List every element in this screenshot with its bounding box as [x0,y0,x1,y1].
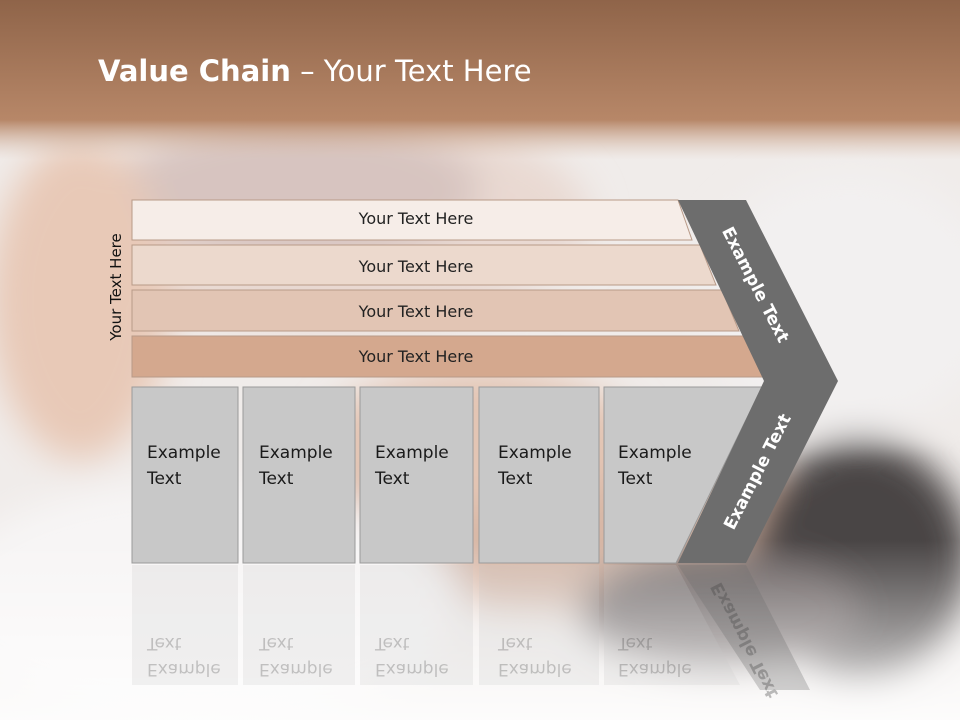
box-label-1: Example Text [147,443,221,489]
box-2 [242,386,356,564]
box-1 [131,386,239,564]
strip-1 [131,199,693,241]
box-label-2: Example Text [259,443,333,489]
chevron-reflection [678,565,810,690]
strip-3 [131,289,740,332]
box-label-3: Example Text [375,443,449,489]
box-reflection-label-3: Example Text [375,633,449,679]
title-bold: Value Chain [98,54,291,88]
box-reflection-label-4: Example Text [498,633,572,679]
box-label-4: Example Text [498,443,572,489]
box-reflection-label-2: Example Text [259,633,333,679]
strip-label-2: Your Text Here [358,257,474,276]
box-reflections [132,565,740,685]
strip-label-4: Your Text Here [358,347,474,366]
box-4 [478,386,600,564]
box-5 [603,386,763,564]
box-reflection-label-1: Example Text [147,633,221,679]
chevron-arrow [678,200,838,563]
strip-label-1: Your Text Here [358,209,474,228]
box-3 [359,386,474,564]
title-rest: – Your Text Here [290,54,532,88]
box-label-5: Example Text [618,443,692,489]
strip-label-3: Your Text Here [358,302,474,321]
strip-2 [131,244,717,286]
box-reflection-label-5: Example Text [618,633,692,679]
slide-title: Value Chain – Your Text Here [98,54,532,88]
